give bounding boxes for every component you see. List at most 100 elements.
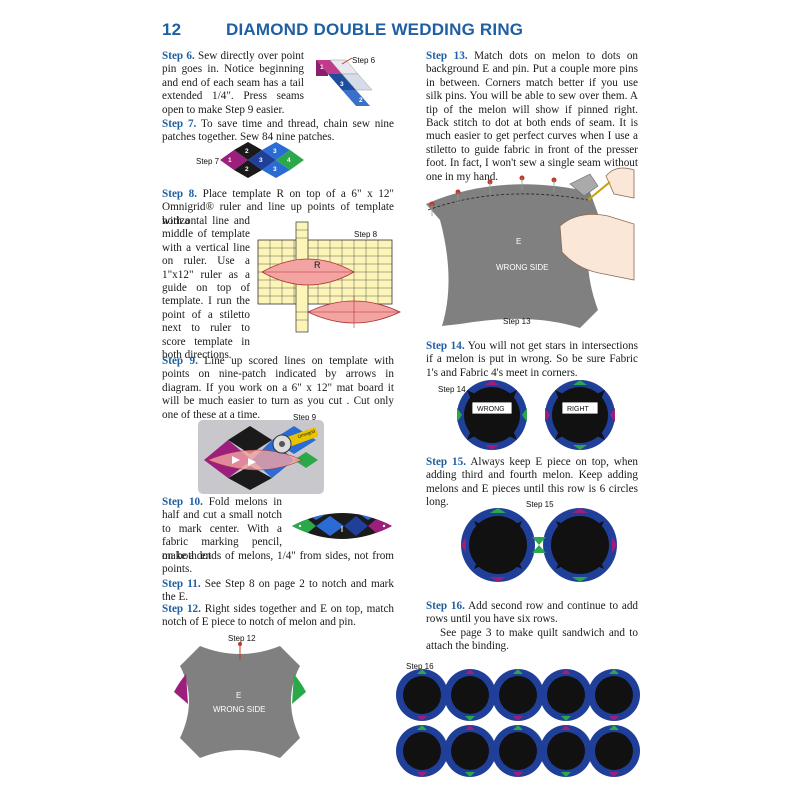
quilt-star-tip [513, 669, 523, 674]
step8-ruler-figure: R [257, 221, 401, 333]
step9-figure-label: Step 9 [293, 413, 317, 422]
step10-label: Step 10. [162, 496, 203, 508]
quilt-star-tip [513, 725, 523, 730]
quilt-star-tip [561, 725, 571, 730]
step11-label: Step 11. [162, 578, 201, 590]
step8-paragraph-b: horizontal line and middle of template w… [162, 215, 250, 362]
step7-paragraph: Step 7. To save time and thread, chain s… [162, 118, 394, 145]
quilt-star-tip [465, 716, 475, 721]
step12-wrong-side-label: WRONG SIDE [213, 705, 265, 714]
quilt-ring-center [547, 732, 585, 770]
step13-figure-label: Step 13 [503, 317, 531, 326]
svg-text:3: 3 [273, 148, 277, 155]
step13-e-label: E [516, 237, 521, 246]
step13-paragraph: Step 13. Match dots on melon to dots on … [426, 50, 638, 184]
step10-paragraph-b: on both ends of melons, 1/4" from sides,… [162, 550, 394, 576]
quilt-star-tip [513, 716, 523, 721]
step12-label: Step 12. [162, 603, 201, 615]
quilt-ring-center [499, 732, 537, 770]
quilt-star-tip [417, 725, 427, 730]
quilt-star-tip [609, 669, 619, 674]
right-badge: RIGHT [567, 406, 590, 413]
step12-figure-label: Step 12 [228, 634, 256, 643]
step15-label: Step 15. [426, 456, 467, 468]
quilt-ring-center [451, 676, 489, 714]
quilt-ring-center [403, 732, 441, 770]
step14-figure: WRONG RIGHT [457, 380, 615, 450]
quilt-star-tip [417, 716, 427, 721]
svg-text:2: 2 [245, 148, 249, 155]
quilt-star-tip [417, 772, 427, 777]
quilt-ring-center [595, 676, 633, 714]
page-header: 12 DIAMOND DOUBLE WEDDING RING [162, 20, 523, 40]
quilt-star-tip [513, 772, 523, 777]
step10-melon-figure [292, 513, 392, 539]
step8-text-a: Place template R on top of a 6" x 12" Om… [162, 188, 395, 227]
quilt-star-tip [609, 725, 619, 730]
step16-paragraph: Step 16. Add second row and continue to … [426, 600, 638, 627]
svg-text:3: 3 [259, 157, 263, 164]
svg-text:2: 2 [245, 166, 249, 173]
step13-text: Match dots on melon to dots on backgroun… [426, 50, 639, 183]
step13-figure: E WRONG SIDE [426, 167, 635, 328]
step8-label: Step 8. [162, 188, 198, 200]
step12-text: Right sides together and E on top, match… [162, 603, 395, 629]
step6-figure-label: Step 6 [352, 56, 376, 65]
step16-label: Step 16. [426, 600, 465, 612]
step6-figure: 1 3 2 [316, 57, 373, 106]
step9-paragraph: Step 9. Line up scored lines on template… [162, 355, 394, 422]
step16-paragraph-2: See page 3 to make quilt sandwich and to… [426, 627, 638, 653]
svg-text:3: 3 [340, 81, 344, 88]
step12-e-label: E [236, 691, 241, 700]
step16-figure-label: Step 16 [406, 662, 434, 671]
step14-text: You will not get stars in intersections … [426, 340, 638, 379]
step16-text: Add second row and continue to add rows … [426, 600, 639, 626]
step11-text: See Step 8 on page 2 to notch and mark t… [162, 578, 395, 604]
page-title: DIAMOND DOUBLE WEDDING RING [226, 20, 524, 39]
step6-label: Step 6. [162, 50, 195, 62]
page-number: 12 [162, 20, 182, 39]
step7-nine-patch: 1 2 2 3 3 3 4 [220, 142, 304, 178]
step12-e-piece-figure: E WRONG SIDE [174, 642, 306, 758]
svg-text:2: 2 [359, 97, 363, 104]
quilt-ring-center [595, 732, 633, 770]
quilt-star-tip [561, 772, 571, 777]
step14-label: Step 14. [426, 340, 465, 352]
template-r-label: R [314, 260, 321, 270]
quilt-ring-center [499, 676, 537, 714]
quilt-ring-center [451, 732, 489, 770]
step14-paragraph: Step 14. You will not get stars in inter… [426, 340, 638, 380]
cutter-brand-label: Omnigrid [297, 428, 316, 439]
quilt-star-tip [417, 669, 427, 674]
step10-paragraph-a: Step 10. Fold melons in half and cut a s… [162, 496, 282, 563]
quilt-star-tip [561, 669, 571, 674]
step15-text: Always keep E piece on top, when adding … [426, 456, 638, 509]
step15-figure-label: Step 15 [526, 500, 554, 509]
step11-paragraph: Step 11. See Step 8 on page 2 to notch a… [162, 578, 394, 605]
step12-paragraph: Step 12. Right sides together and E on t… [162, 603, 394, 630]
svg-text:1: 1 [228, 157, 232, 164]
quilt-star-tip [561, 716, 571, 721]
step15-paragraph: Step 15. Always keep E piece on top, whe… [426, 456, 638, 510]
step15-figure [461, 508, 617, 582]
step9-figure: Omnigrid [198, 420, 324, 494]
step13-label: Step 13. [426, 50, 468, 62]
step9-text: Line up scored lines on template with po… [162, 355, 394, 421]
step9-label: Step 9. [162, 355, 198, 367]
step6-text: Sew directly over point pin goes in. Not… [162, 50, 305, 116]
step14-figure-label: Step 14 [438, 385, 466, 394]
svg-text:4: 4 [287, 157, 291, 164]
quilt-ring-center [403, 676, 441, 714]
step13-wrong-side-label: WRONG SIDE [496, 263, 548, 272]
step8-paragraph-a: Step 8. Place template R on top of a 6" … [162, 188, 394, 228]
svg-text:1: 1 [320, 64, 324, 71]
step7-figure-label: Step 7 [196, 157, 220, 166]
step6-paragraph: Step 6. Sew directly over point pin goes… [162, 50, 304, 117]
step7-label: Step 7. [162, 118, 197, 130]
wrong-badge: WRONG [477, 406, 505, 413]
quilt-star-tip [465, 725, 475, 730]
quilt-ring-center [547, 676, 585, 714]
step8-figure-label: Step 8 [354, 230, 378, 239]
quilt-star-tip [465, 669, 475, 674]
quilt-star-tip [609, 716, 619, 721]
